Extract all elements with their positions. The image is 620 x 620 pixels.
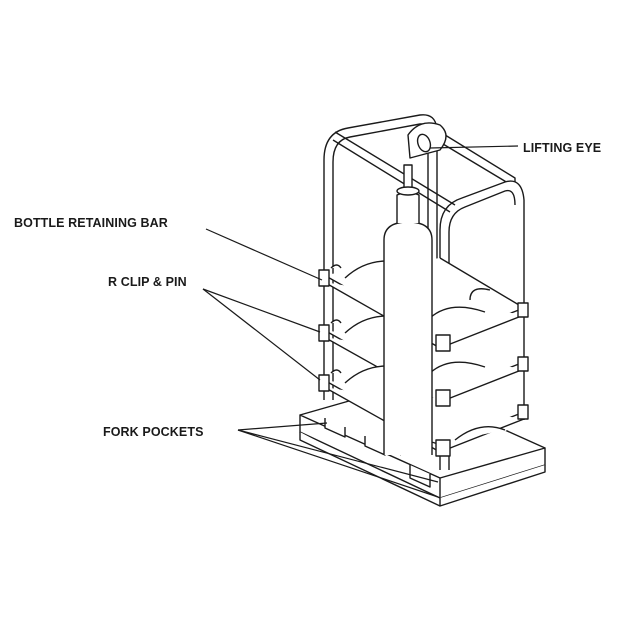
label-fork-pockets: FORK POCKETS [103, 425, 204, 439]
leader-r-clip-1 [202, 288, 321, 333]
leader-fork-pocket-3 [237, 429, 439, 498]
label-bottle-retaining-bar: BOTTLE RETAINING BAR [14, 216, 168, 230]
label-r-clip-pin: R CLIP & PIN [108, 275, 187, 289]
gas-cylinder [383, 164, 433, 455]
leader-bottle-retaining-bar [205, 228, 323, 281]
leader-r-clip-2 [202, 288, 321, 381]
fork-pockets [324, 418, 431, 488]
leader-lines [202, 145, 519, 498]
leader-lifting-eye [429, 145, 519, 149]
leader-fork-pocket-1 [237, 422, 328, 431]
leader-fork-pocket-2 [237, 429, 439, 483]
label-lifting-eye: LIFTING EYE [523, 141, 602, 155]
lifting-eye-plate [407, 122, 447, 159]
